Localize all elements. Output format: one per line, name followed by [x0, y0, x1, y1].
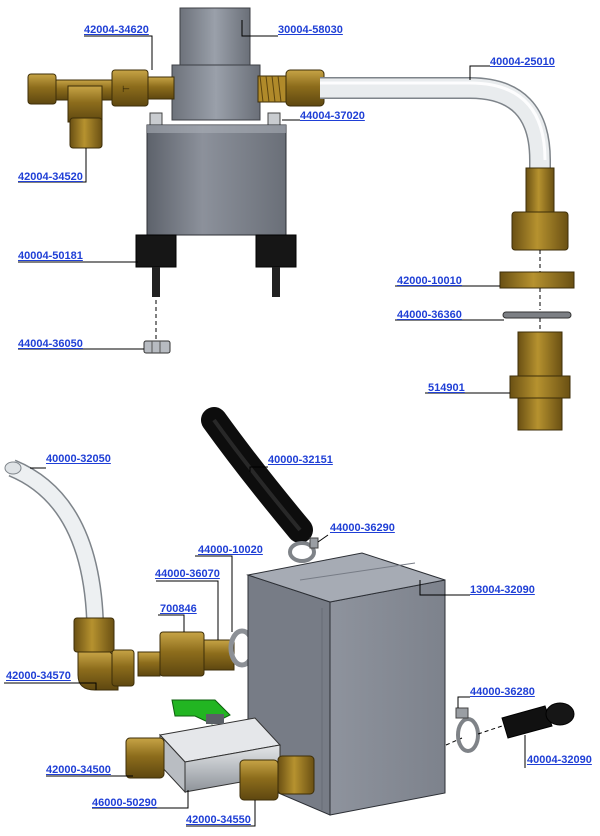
mount-feet	[135, 234, 297, 297]
threaded-outlet	[257, 69, 325, 107]
assembly-line	[477, 725, 503, 735]
part-label-44000-36280[interactable]: 44000-36280	[470, 686, 535, 698]
part-label-40004-32090[interactable]: 40004-32090	[527, 754, 592, 766]
brass-check-valve	[137, 631, 235, 677]
part-label-40004-25010[interactable]: 40004-25010	[490, 56, 555, 68]
part-label-40000-32151[interactable]: 40000-32151	[268, 454, 333, 466]
part-label-44000-36070[interactable]: 44000-36070	[155, 568, 220, 580]
leader-lines	[4, 20, 526, 827]
part-label-44000-36360[interactable]: 44000-36360	[397, 309, 462, 321]
part-label-46000-50290[interactable]: 46000-50290	[92, 797, 157, 809]
brass-nut-outlet	[239, 755, 315, 801]
brass-compression-nut	[69, 117, 103, 149]
part-label-44004-37020[interactable]: 44004-37020	[300, 110, 365, 122]
svg-text:⊢: ⊢	[122, 85, 130, 95]
clear-tube-left	[4, 459, 104, 621]
part-label-13004-32090[interactable]: 13004-32090	[470, 584, 535, 596]
hose-clamp-top	[288, 537, 319, 563]
hose-clamp-right	[455, 707, 480, 753]
set-screw	[143, 340, 171, 354]
clear-tube-elbow	[320, 77, 551, 170]
part-label-514901[interactable]: 514901	[428, 382, 465, 394]
part-label-42000-34500[interactable]: 42000-34500	[46, 764, 111, 776]
part-label-40000-32050[interactable]: 40000-32050	[46, 453, 111, 465]
part-label-44000-36290[interactable]: 44000-36290	[330, 522, 395, 534]
pump-body-block	[146, 124, 287, 236]
part-label-44000-10020[interactable]: 44000-10020	[198, 544, 263, 556]
part-label-40004-50181[interactable]: 40004-50181	[18, 250, 83, 262]
ball-valve	[159, 699, 281, 794]
brass-elbow-fitting	[73, 617, 135, 691]
part-label-42000-34570[interactable]: 42000-34570	[6, 670, 71, 682]
part-label-42004-34620[interactable]: 42004-34620	[84, 24, 149, 36]
part-label-42000-34550[interactable]: 42000-34550	[186, 814, 251, 826]
brass-barb-adapter	[525, 167, 555, 217]
part-label-44004-36050[interactable]: 44004-36050	[18, 338, 83, 350]
brass-nut-inlet	[125, 737, 165, 779]
part-label-30004-58030[interactable]: 30004-58030	[278, 24, 343, 36]
thread-seal-washer	[502, 311, 572, 319]
part-label-42000-10010[interactable]: 42000-10010	[397, 275, 462, 287]
brass-tee-fitting: ⊢	[27, 69, 175, 123]
part-label-42004-34520[interactable]: 42004-34520	[18, 171, 83, 183]
black-hose	[201, 407, 313, 543]
brass-hex-nut-large	[511, 211, 569, 251]
pump-head	[171, 64, 261, 121]
black-hose-fitting	[501, 702, 575, 739]
head-bolts	[149, 112, 281, 128]
brass-bulkhead-fitting	[509, 331, 571, 431]
motor-cylinder	[179, 7, 251, 69]
brass-jam-nut	[499, 271, 575, 289]
part-label-700846[interactable]: 700846	[160, 603, 197, 615]
